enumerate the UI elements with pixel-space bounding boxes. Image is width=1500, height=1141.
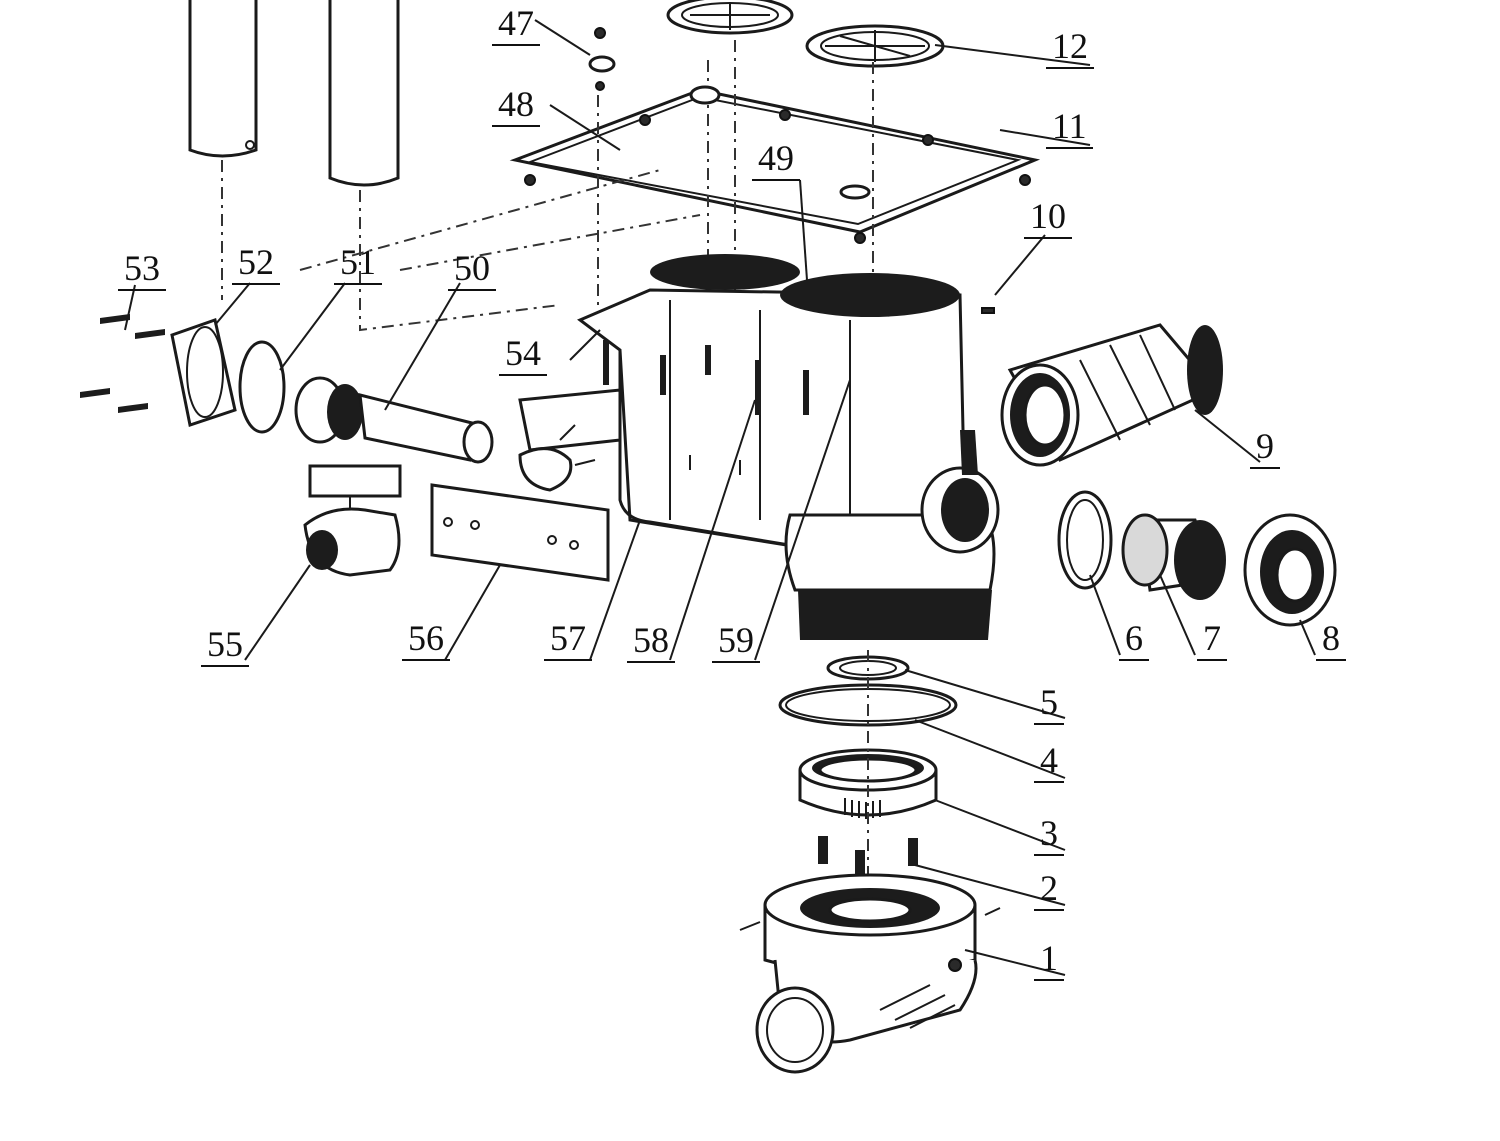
part-label-53: 53 [118, 248, 166, 291]
part-label-2: 2 [1034, 868, 1064, 911]
part-label-58: 58 [627, 620, 675, 663]
part-label-3: 3 [1034, 813, 1064, 856]
part-label-5: 5 [1034, 682, 1064, 725]
part-label-59: 59 [712, 620, 760, 663]
part-label-11: 11 [1046, 106, 1093, 149]
part-label-57: 57 [544, 618, 592, 661]
part-label-12: 12 [1046, 26, 1094, 69]
fittings-6-7-8 [1057, 490, 1337, 627]
skimmer-body [577, 254, 1000, 640]
part-label-54: 54 [499, 333, 547, 376]
part-label-8: 8 [1316, 618, 1346, 661]
part-label-47: 47 [492, 3, 540, 46]
union-fitting-9 [1000, 323, 1223, 467]
small-screws-47 [588, 27, 616, 91]
part-label-10: 10 [1024, 196, 1072, 239]
lid-plate [299, 40, 1041, 330]
bottom-assembly [739, 650, 1001, 1074]
part-label-49: 49 [752, 138, 800, 181]
left-parts [80, 314, 622, 582]
cylinder-right [328, 0, 400, 187]
part-label-52: 52 [232, 242, 280, 285]
top-wheel-a [666, 0, 794, 35]
leader-lines [124, 19, 1316, 976]
part-label-55: 55 [201, 624, 249, 667]
top-wheel-b [805, 24, 945, 68]
part-label-48: 48 [492, 84, 540, 127]
part-label-4: 4 [1034, 740, 1064, 783]
part-label-50: 50 [448, 248, 496, 291]
part-label-9: 9 [1250, 426, 1280, 469]
part-label-1: 1 [1034, 938, 1064, 981]
part-label-56: 56 [402, 618, 450, 661]
part-label-7: 7 [1197, 618, 1227, 661]
part-label-6: 6 [1119, 618, 1149, 661]
cylinder-left [188, 0, 258, 158]
part-label-51: 51 [334, 242, 382, 285]
